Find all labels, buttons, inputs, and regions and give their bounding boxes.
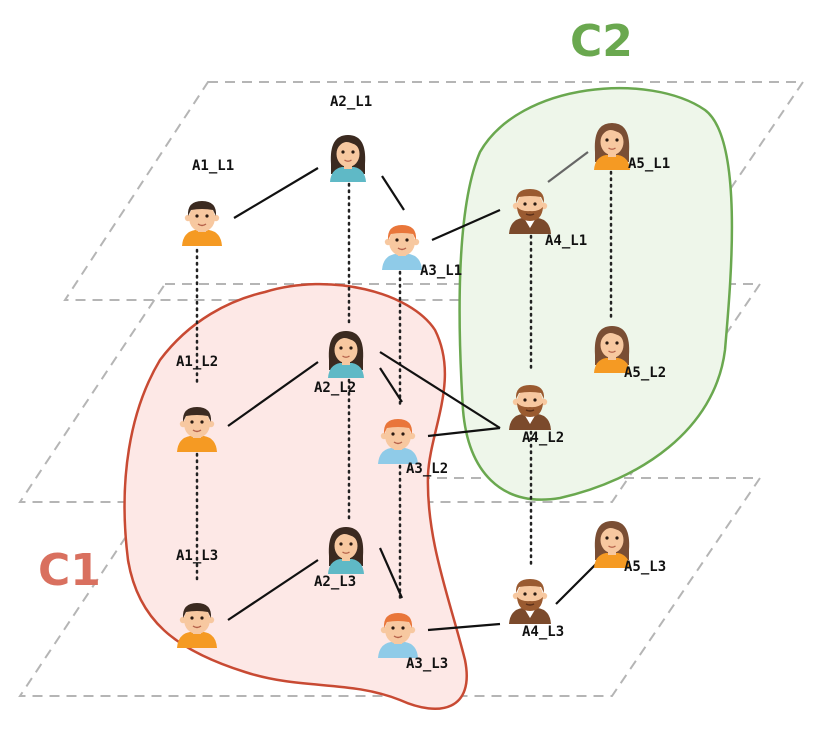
community-label-c2: C2 [570, 16, 633, 67]
community-label-c1: C1 [38, 545, 101, 596]
boy-ginger-icon [378, 419, 418, 464]
man-beard-icon [509, 385, 551, 430]
woman-brown-icon [594, 123, 630, 170]
node-label: A4_L1 [545, 233, 587, 249]
edge-a3_l2-a4_l2 [427, 426, 501, 438]
avatars [177, 123, 630, 658]
node-label: A4_L3 [522, 624, 564, 640]
edge-a2_l2-a3_l2 [379, 367, 403, 403]
edge-a2_l1-a3_l1 [381, 175, 405, 211]
woman-brown-icon [594, 326, 630, 373]
man-beard-icon [509, 189, 551, 234]
boy-dark-icon [177, 603, 217, 648]
node-label: A5_L3 [624, 559, 666, 575]
node-label: A1_L3 [176, 548, 218, 564]
node-label: A1_L1 [192, 158, 234, 174]
girl-dark-icon [330, 135, 366, 182]
edge-a2_l3-a3_l3 [378, 547, 404, 599]
boy-dark-icon [182, 201, 222, 246]
inter-layer-links [195, 170, 613, 600]
edge-a1_l1-a2_l1 [233, 167, 319, 219]
boy-dark-icon [177, 407, 217, 452]
node-label: A3_L3 [406, 656, 448, 672]
boy-ginger-icon [382, 225, 422, 270]
community-region-c1 [123, 282, 468, 710]
boy-ginger-icon [378, 613, 418, 658]
edge-a3_l1-a4_l1 [431, 208, 501, 242]
girl-dark-icon [328, 331, 364, 378]
node-label: A5_L1 [628, 156, 670, 172]
edge-a4_l1-a5_l1 [547, 151, 589, 183]
edge-a1_l2-a2_l2 [227, 361, 319, 427]
node-label: A5_L2 [624, 365, 666, 381]
man-beard-icon [509, 579, 551, 624]
node-label: A2_L1 [330, 94, 372, 110]
node-label: A2_L3 [314, 574, 356, 590]
woman-brown-icon [594, 521, 630, 568]
edge-a2_l2-a4_l2 [379, 351, 501, 429]
node-label: A1_L2 [176, 354, 218, 370]
girl-dark-icon [328, 527, 364, 574]
node-label: A3_L1 [420, 263, 462, 279]
node-label: A2_L2 [314, 380, 356, 396]
node-label: A3_L2 [406, 461, 448, 477]
intra-layer-edges [227, 151, 605, 632]
edge-a3_l3-a4_l3 [427, 622, 501, 632]
edge-a1_l3-a2_l3 [227, 559, 319, 621]
node-label: A4_L2 [522, 430, 564, 446]
